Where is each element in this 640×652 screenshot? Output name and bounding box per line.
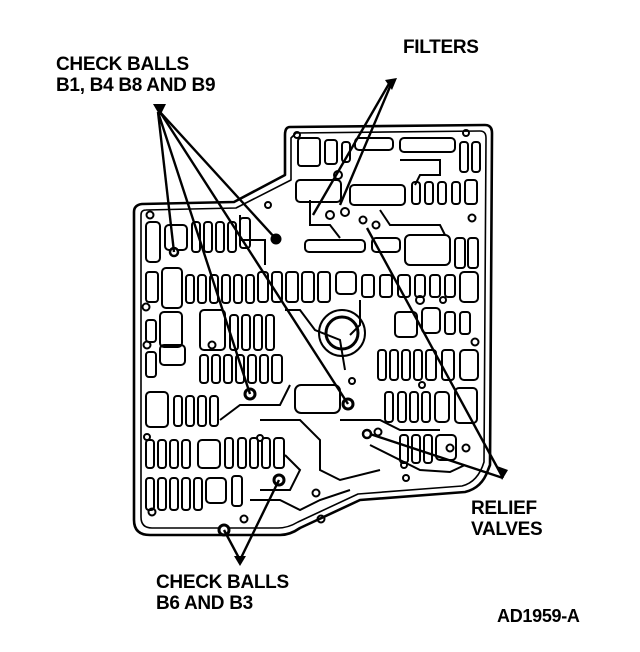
callout-line: B6 AND B3 bbox=[156, 593, 253, 614]
arrowhead-check-balls-lower bbox=[234, 556, 246, 566]
arrowhead-check-balls-upper bbox=[153, 104, 166, 116]
callout-check-balls-upper: CHECK BALLS B1, B4 B8 AND B9 bbox=[56, 54, 216, 96]
figure-id: AD1959-A bbox=[497, 606, 580, 626]
callout-line: B1, B4 B8 AND B9 bbox=[56, 75, 216, 96]
plate-outline-inner bbox=[140, 130, 487, 529]
fluid-passages bbox=[141, 129, 481, 524]
callout-line: RELIEF bbox=[471, 498, 537, 519]
callout-line: VALVES bbox=[471, 519, 543, 540]
callout-check-balls-lower: CHECK BALLS B6 AND B3 bbox=[156, 572, 289, 614]
check-ball-markers bbox=[168, 233, 373, 537]
leader-lines-relief-valves bbox=[365, 227, 505, 480]
callout-line: FILTERS bbox=[403, 37, 479, 58]
callout-relief-valves: RELIEF VALVES bbox=[471, 498, 543, 540]
arrowhead-relief-valves bbox=[497, 466, 508, 480]
leader-lines-check-balls-lower bbox=[222, 479, 281, 561]
plate-outline bbox=[132, 123, 494, 537]
callout-line: CHECK BALLS bbox=[56, 54, 189, 75]
leader-lines-check-balls-upper bbox=[156, 111, 350, 405]
leader-lines-filters bbox=[311, 81, 394, 216]
callout-line: CHECK BALLS bbox=[156, 572, 289, 593]
callout-filters: FILTERS bbox=[403, 37, 479, 58]
arrowhead-filters bbox=[385, 78, 397, 90]
